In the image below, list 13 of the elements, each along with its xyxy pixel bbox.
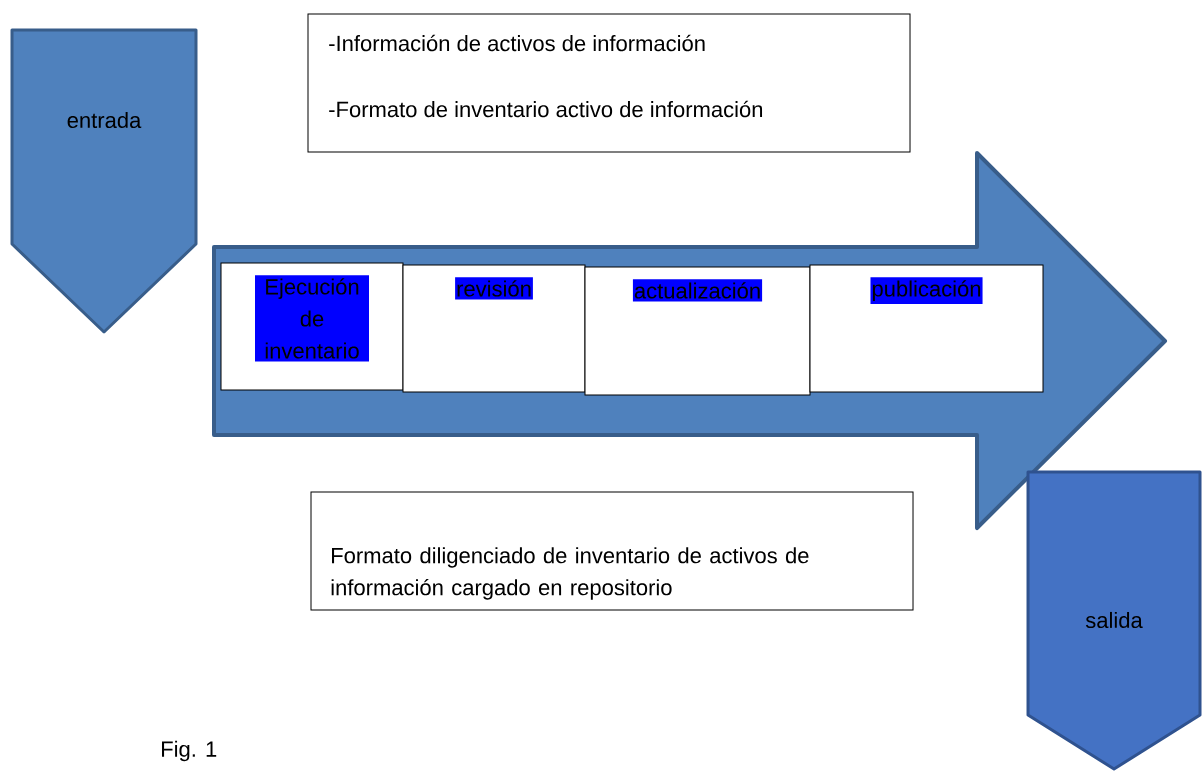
step-box [809, 264, 1044, 393]
box-text: -Información de activos de información [329, 34, 705, 52]
text-box [310, 491, 914, 611]
step-box [584, 266, 811, 396]
box-text: Formato diligenciado de inventario de activos de información cargado en repositorio [331, 547, 809, 600]
step-label: actualización [632, 279, 763, 302]
step-box [402, 264, 586, 393]
figure-label: Fig. 1 [162, 740, 217, 762]
step-label: publicación [870, 277, 983, 304]
box-text: -Formato de inventario activo de información [329, 100, 763, 118]
step-label: revisión [455, 277, 533, 300]
step-label: Ejecución de inventario [255, 275, 369, 362]
text-box [307, 13, 911, 153]
